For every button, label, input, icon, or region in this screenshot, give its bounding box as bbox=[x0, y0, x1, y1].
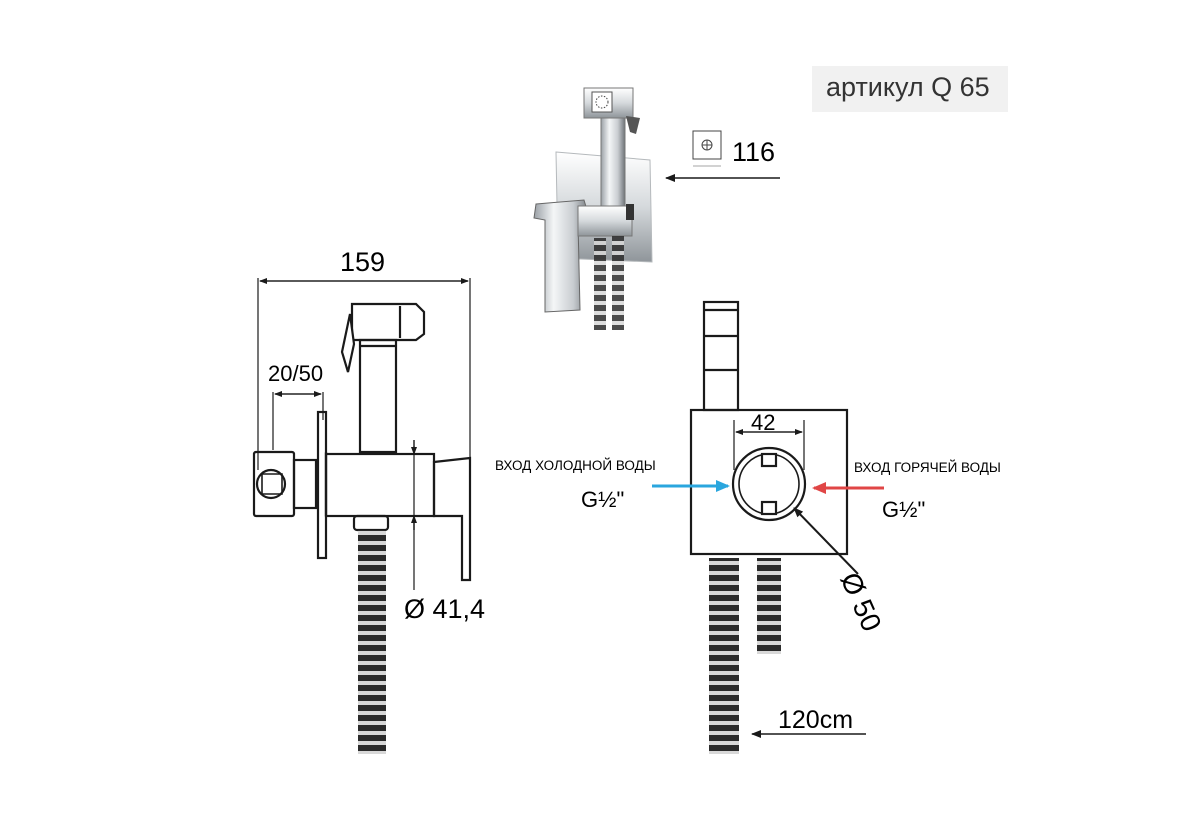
width-label: 159 bbox=[340, 247, 385, 277]
inlet-spacing-label: 42 bbox=[751, 410, 775, 435]
hot-inlet-label: ВХОД ГОРЯЧЕЙ ВОДЫ bbox=[854, 460, 1001, 475]
hot-thread-label: G½" bbox=[882, 497, 925, 522]
handle-profile-icon bbox=[692, 130, 722, 167]
handle-size-label: 116 bbox=[732, 137, 775, 167]
cold-inlet-label: ВХОД ХОЛОДНОЙ ВОДЫ bbox=[495, 458, 656, 473]
hose-side bbox=[358, 530, 386, 754]
article-label: артикул Q 65 bbox=[826, 72, 990, 102]
plate-diameter-label: Ø 50 bbox=[835, 568, 888, 636]
offset-label: 20/50 bbox=[268, 361, 323, 386]
side-view bbox=[252, 278, 472, 582]
hose-front bbox=[709, 558, 739, 754]
outlet-pipe bbox=[757, 558, 781, 654]
hose-length-label: 120cm bbox=[778, 706, 853, 734]
article-badge bbox=[812, 66, 1008, 112]
cold-thread-label: G½" bbox=[581, 487, 624, 512]
product-photo bbox=[533, 87, 653, 330]
body-diameter-label: Ø 41,4 bbox=[404, 594, 485, 624]
front-view bbox=[689, 300, 849, 556]
